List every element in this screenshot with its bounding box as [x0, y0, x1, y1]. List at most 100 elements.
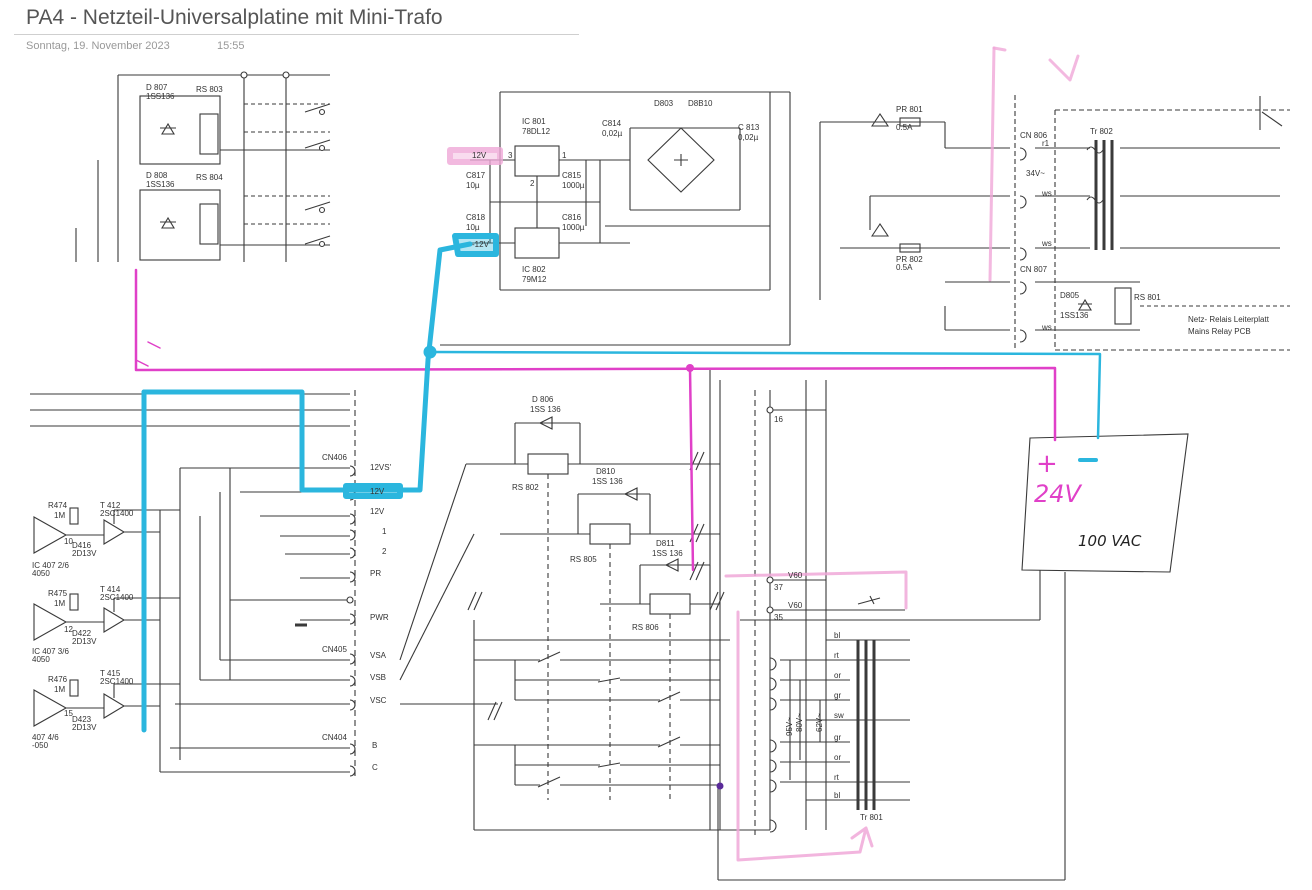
- psu-100vac-annotation: 100 VAC: [1078, 532, 1142, 550]
- cn406-pin-2: 2: [382, 547, 387, 556]
- r476-label: R476: [48, 675, 68, 684]
- c817-label: C817: [466, 171, 486, 180]
- ic802-type: 79M12: [522, 275, 547, 284]
- wire-bl-1: bl: [834, 631, 840, 640]
- c814-label: C814: [602, 119, 622, 128]
- cn404-pin-c: C: [372, 763, 378, 772]
- relay-note-en: Mains Relay PCB: [1188, 327, 1251, 336]
- t415-type: 2SC1400: [100, 677, 134, 686]
- d805-label: D805: [1060, 291, 1080, 300]
- d806-type: 1SS 136: [530, 405, 561, 414]
- v95-label: 95V~: [785, 717, 794, 736]
- ic407a-pin: 10: [64, 537, 73, 546]
- pr802-value: 0.5A: [896, 263, 913, 272]
- d416-type: 2D13V: [72, 549, 97, 558]
- d808-label: D 808: [146, 171, 168, 180]
- c815-label: C815: [562, 171, 582, 180]
- d805-type: 1SS136: [1060, 311, 1089, 320]
- d811-label: D811: [656, 539, 675, 548]
- cn406-pin-pr: PR: [370, 569, 381, 578]
- t37-label: 37: [774, 583, 783, 592]
- r475-value: 1M: [54, 599, 65, 608]
- ic801-pin3: 3: [508, 151, 513, 160]
- t35-label: 35: [774, 613, 783, 622]
- r474-label: R474: [48, 501, 68, 510]
- wire-rt-2: rt: [834, 773, 840, 782]
- vneg12-input-label: -12V: [472, 240, 490, 249]
- ic407c-pin: 15: [64, 709, 73, 718]
- title-divider: [14, 34, 579, 35]
- v62-label: 62V~: [815, 713, 824, 732]
- cn406-label: CN406: [322, 453, 347, 462]
- cn806-label: CN 806: [1020, 131, 1048, 140]
- d422-label: D422: [72, 629, 92, 638]
- cn404-label: CN404: [322, 733, 347, 742]
- c818-label: C818: [466, 213, 486, 222]
- wire-or-2: or: [834, 753, 841, 762]
- wire-gr-2: gr: [834, 733, 841, 742]
- v60b-label: V60: [788, 601, 803, 610]
- ic802-label: IC 802: [522, 265, 546, 274]
- c816-label: C816: [562, 213, 582, 222]
- pr802-label: PR 802: [896, 255, 923, 264]
- rs802-label: RS 802: [512, 483, 539, 492]
- cn405-pin-vsa: VSA: [370, 651, 387, 660]
- d803-type: D8B10: [688, 99, 713, 108]
- d810-type: 1SS 136: [592, 477, 623, 486]
- cn807-label: CN 807: [1020, 265, 1048, 274]
- rs806-label: RS 806: [632, 623, 659, 632]
- d806-label: D 806: [532, 395, 554, 404]
- tr802-ws1: ws: [1041, 189, 1052, 198]
- ic407b-label: IC 407 3/6: [32, 647, 69, 656]
- cn405-label: CN405: [322, 645, 347, 654]
- ic801-label: IC 801: [522, 117, 546, 126]
- r474-value: 1M: [54, 511, 65, 520]
- c816-value: 1000µ: [562, 223, 585, 232]
- d803-label: D803: [654, 99, 674, 108]
- page-title: PA4 - Netzteil-Universalplatine mit Mini…: [26, 6, 443, 29]
- tr802-label: Tr 802: [1090, 127, 1113, 136]
- d423-type: 2D13V: [72, 723, 97, 732]
- d423-label: D423: [72, 715, 92, 724]
- r476-value: 1M: [54, 685, 65, 694]
- ic407a-type: 4050: [32, 569, 50, 578]
- wire-sw: sw: [834, 711, 844, 720]
- cn405-pin-vsb: VSB: [370, 673, 386, 682]
- c813-label: C 813: [738, 123, 760, 132]
- ic407c-type: -050: [32, 741, 49, 750]
- d422-type: 2D13V: [72, 637, 97, 646]
- tr801-label: Tr 801: [860, 813, 883, 822]
- cn406-pin-12vs: 12VS': [370, 463, 392, 472]
- cn405-pin-vsc: VSC: [370, 696, 387, 705]
- pr801-value: 0.5A: [896, 123, 913, 132]
- r475-label: R475: [48, 589, 68, 598]
- cn406-pin-1: 1: [382, 527, 387, 536]
- t414-type: 2SC1400: [100, 593, 134, 602]
- cn406-pin-pwr: PWR: [370, 613, 389, 622]
- ic407c-label: 407 4/6: [32, 733, 59, 742]
- v80-label: 80V~: [795, 713, 804, 732]
- ic801-pin2: 2: [530, 179, 535, 188]
- psu-24v-annotation: 24V: [1034, 480, 1083, 508]
- d807-type: 1SS136: [146, 92, 175, 101]
- ic801-pin1: 1: [562, 151, 567, 160]
- rs805-label: RS 805: [570, 555, 597, 564]
- d811-type: 1SS 136: [652, 549, 683, 558]
- tr802-r1: r1: [1042, 139, 1050, 148]
- c817-value: 10µ: [466, 181, 480, 190]
- pr801-label: PR 801: [896, 105, 923, 114]
- t412-label: T 412: [100, 501, 121, 510]
- wire-or-1: or: [834, 671, 841, 680]
- wire-rt-1: rt: [834, 651, 840, 660]
- rs801-label: RS 801: [1134, 293, 1161, 302]
- v12-input-label: 12V: [472, 151, 487, 160]
- c813-value: 0,02µ: [738, 133, 759, 142]
- psu-minus-annotation: -: [1080, 445, 1089, 475]
- v34-label: 34V~: [1026, 169, 1045, 178]
- tr802-ws2: ws: [1041, 239, 1052, 248]
- page-time: 15:55: [217, 40, 245, 52]
- page-date: Sonntag, 19. November 2023: [26, 40, 170, 52]
- ic407b-type: 4050: [32, 655, 50, 664]
- cn404-pin-b: B: [372, 741, 377, 750]
